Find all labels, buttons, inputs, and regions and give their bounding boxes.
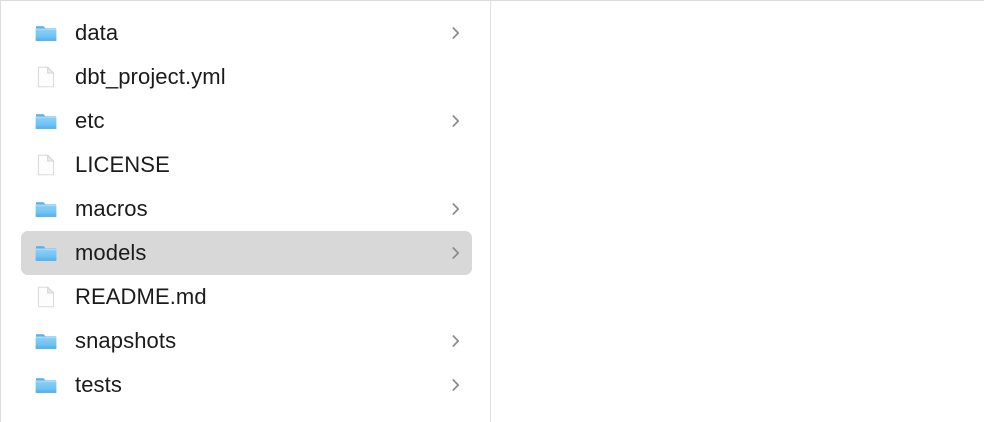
chevron-right-icon[interactable] [450, 200, 462, 218]
file-row[interactable]: README.md [21, 275, 472, 319]
child-column[interactable]: legacy_query.sqlschema.ymlstaging [491, 1, 984, 422]
folder-row[interactable]: data [21, 11, 472, 55]
item-label: dbt_project.yml [75, 64, 226, 89]
chevron-spacer [450, 156, 462, 174]
chevron-right-icon[interactable] [450, 332, 462, 350]
chevron-right-icon[interactable] [450, 376, 462, 394]
item-label: tests [75, 372, 122, 397]
document-icon [33, 152, 59, 178]
folder-row[interactable]: models [21, 231, 472, 275]
item-label: models [75, 240, 147, 265]
folder-row[interactable]: tests [21, 363, 472, 407]
document-icon [33, 64, 59, 90]
item-label: macros [75, 196, 148, 221]
folder-icon [33, 240, 59, 266]
chevron-right-icon[interactable] [450, 112, 462, 130]
chevron-right-icon[interactable] [450, 244, 462, 262]
folder-row[interactable]: snapshots [21, 319, 472, 363]
folder-icon [33, 108, 59, 134]
folder-icon [33, 328, 59, 354]
folder-icon [33, 20, 59, 46]
folder-icon [33, 372, 59, 398]
chevron-spacer [450, 288, 462, 306]
item-label: snapshots [75, 328, 177, 353]
item-label: README.md [75, 284, 207, 309]
folder-row[interactable]: macros [21, 187, 472, 231]
chevron-spacer [450, 68, 462, 86]
file-row[interactable]: LICENSE [21, 143, 472, 187]
item-label: etc [75, 108, 105, 133]
folder-icon [33, 196, 59, 222]
folder-row[interactable]: etc [21, 99, 472, 143]
document-icon [33, 284, 59, 310]
item-label: LICENSE [75, 152, 170, 177]
chevron-right-icon[interactable] [450, 24, 462, 42]
item-label: data [75, 20, 119, 45]
file-row[interactable]: dbt_project.yml [21, 55, 472, 99]
